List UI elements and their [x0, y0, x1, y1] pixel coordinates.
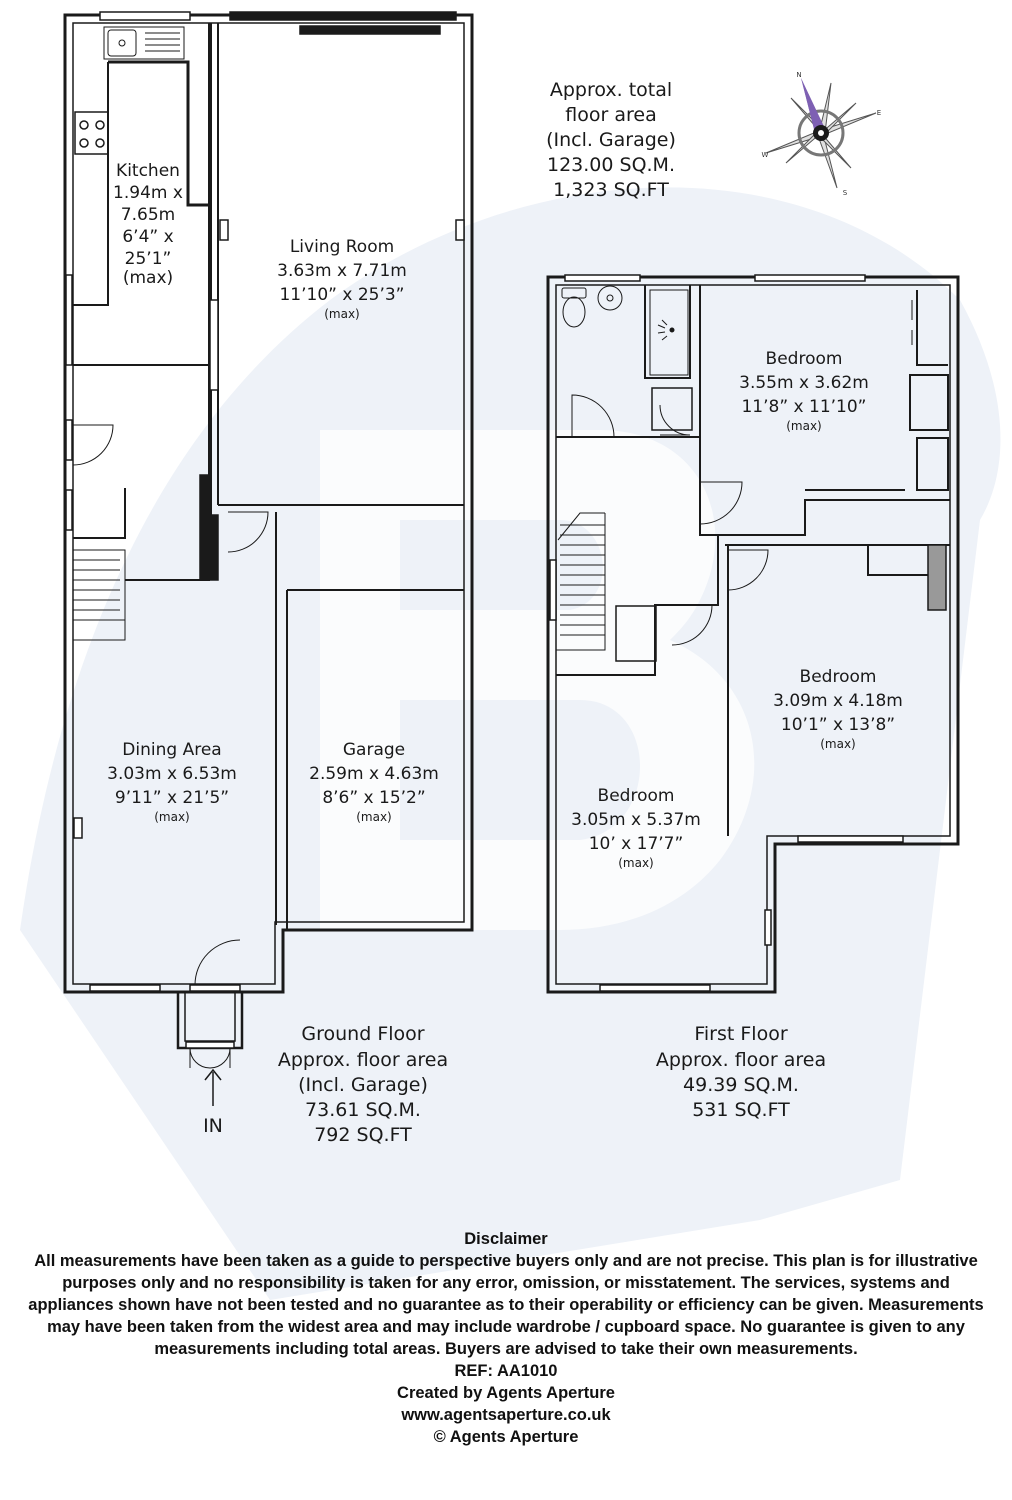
ground-floor-area-line: Ground Floor — [301, 1023, 424, 1045]
compass-south: S — [843, 189, 848, 197]
total-area-line: (Incl. Garage) — [546, 129, 676, 151]
kitchen-dim-line: 7.65m — [121, 205, 175, 225]
ground-floor-area-line: 73.61 SQ.M. — [305, 1099, 421, 1121]
hob-icon — [74, 111, 109, 155]
total-area: Approx. total floor area (Incl. Garage) … — [546, 79, 676, 201]
first-floor-area-line: 531 SQ.FT — [692, 1099, 790, 1121]
kitchen-dim-line: 25’1” — [125, 249, 172, 269]
entrance-arrow-icon — [204, 1068, 222, 1106]
first-floor-area: First Floor Approx. floor area 49.39 SQ.… — [656, 1023, 826, 1121]
total-area-line: 123.00 SQ.M. — [547, 154, 675, 176]
copyright: © Agents Aperture — [433, 1428, 579, 1446]
disclaimer-body: All measurements have been taken as a gu… — [28, 1252, 984, 1358]
bedroom-1-label: Bedroom 3.55m x 3.62m 11’8” x 11’10” (ma… — [739, 349, 869, 433]
bedroom-1-imperial: 11’8” x 11’10” — [741, 397, 866, 417]
living-room-metric: 3.63m x 7.71m — [277, 261, 407, 281]
bedroom-3-imperial: 10’ x 17’7” — [589, 834, 684, 854]
bedroom-1-metric: 3.55m x 3.62m — [739, 373, 869, 393]
bedroom-1-name: Bedroom — [766, 349, 843, 369]
ground-floor-doors — [72, 424, 269, 1069]
first-floor-area-line: 49.39 SQ.M. — [683, 1074, 799, 1096]
ground-floor-area: Ground Floor Approx. floor area (Incl. G… — [278, 1023, 448, 1146]
dining-area-imperial: 9’11” x 21’5” — [115, 788, 229, 808]
ground-floor-walls — [63, 13, 474, 1050]
kitchen-dim-line: (max) — [123, 268, 173, 288]
first-floor-area-line: First Floor — [694, 1023, 787, 1045]
bedroom-3-metric: 3.05m x 5.37m — [571, 810, 701, 830]
bedroom-3-note: (max) — [618, 856, 654, 870]
total-area-line: 1,323 SQ.FT — [553, 179, 669, 201]
dining-area-note: (max) — [154, 810, 190, 824]
compass-north: N — [796, 71, 801, 79]
bedroom-2-label: Bedroom 3.09m x 4.18m 10’1” x 13’8” (max… — [773, 667, 903, 751]
first-floor-windows — [549, 274, 947, 992]
compass-west: W — [762, 151, 769, 159]
toilet-icon — [561, 287, 587, 328]
living-room-label: Living Room 3.63m x 7.71m 11’10” x 25’3”… — [277, 237, 407, 321]
kitchen-label: Kitchen 1.94m x 7.65m 6’4” x 25’1” (max) — [113, 161, 183, 288]
ground-stairs — [72, 549, 126, 641]
cupboard-icon — [615, 387, 693, 662]
living-room-name: Living Room — [290, 237, 394, 257]
garage-name: Garage — [343, 740, 405, 760]
bedroom-2-note: (max) — [820, 737, 856, 751]
ground-floor-area-line: 792 SQ.FT — [314, 1124, 412, 1146]
reference-number: REF: AA1010 — [454, 1362, 558, 1380]
disclaimer-title: Disclaimer — [464, 1230, 548, 1248]
kitchen-dim-line: 6’4” x — [122, 227, 173, 247]
dining-area-metric: 3.03m x 6.53m — [107, 764, 237, 784]
created-by: Created by Agents Aperture — [397, 1384, 615, 1402]
bedroom-3-name: Bedroom — [598, 786, 675, 806]
bedroom-2-imperial: 10’1” x 13’8” — [781, 715, 895, 735]
garage-note: (max) — [356, 810, 392, 824]
dining-area-label: Dining Area 3.03m x 6.53m 9’11” x 21’5” … — [107, 740, 237, 824]
ground-floor-area-line: (Incl. Garage) — [298, 1074, 428, 1096]
bedroom-2-name: Bedroom — [800, 667, 877, 687]
disclaimer: Disclaimer All measurements have been ta… — [20, 1228, 992, 1448]
first-floor-area-line: Approx. floor area — [656, 1049, 826, 1071]
ground-floor-windows — [65, 11, 465, 1049]
basin-icon — [597, 285, 623, 311]
kitchen-sink-icon — [103, 26, 185, 60]
compass-east: E — [877, 109, 881, 117]
garage-metric: 2.59m x 4.63m — [309, 764, 439, 784]
first-floor-doors — [571, 300, 913, 646]
first-floor-stairs — [556, 512, 606, 651]
garage-label: Garage 2.59m x 4.63m 8’6” x 15’2” (max) — [309, 740, 439, 824]
shower-icon — [649, 289, 689, 376]
living-room-imperial: 11’10” x 25’3” — [279, 285, 404, 305]
entrance-label: IN — [203, 1115, 223, 1137]
kitchen-name: Kitchen — [116, 161, 180, 181]
dining-area-name: Dining Area — [122, 740, 221, 760]
garage-imperial: 8’6” x 15’2” — [322, 788, 425, 808]
compass-icon: N E S W — [762, 71, 882, 197]
watermark-logo — [20, 187, 1001, 1301]
ground-floor-area-line: Approx. floor area — [278, 1049, 448, 1071]
kitchen-dim-line: 1.94m x — [113, 183, 183, 203]
total-area-line: floor area — [565, 104, 656, 126]
total-area-line: Approx. total — [550, 79, 672, 101]
website-link[interactable]: www.agentsaperture.co.uk — [401, 1406, 611, 1424]
living-room-note: (max) — [324, 307, 360, 321]
bedroom-3-label: Bedroom 3.05m x 5.37m 10’ x 17’7” (max) — [571, 786, 701, 870]
bedroom-2-metric: 3.09m x 4.18m — [773, 691, 903, 711]
bedroom-1-note: (max) — [786, 419, 822, 433]
